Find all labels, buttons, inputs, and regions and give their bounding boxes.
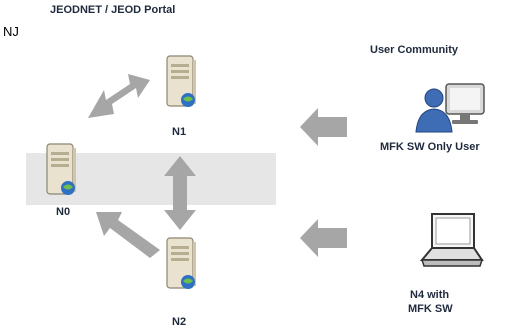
user-label-n4-line2: MFK SW [408,303,453,315]
community-title: User Community [370,44,459,56]
arrow-user-to-n1 [300,108,347,146]
node-label-n1: N1 [172,126,187,138]
server-n2 [160,234,202,294]
corner-label: NJ [3,24,19,39]
server-icon [46,143,76,195]
server-n0 [40,140,82,200]
arrow-n2-n0 [96,212,160,258]
node-label-n2: N2 [172,316,187,328]
arrow-n1-n2 [164,156,196,230]
laptop-icon [418,210,484,272]
server-icon [166,55,196,107]
server-n1 [160,52,202,112]
desktop-user-icon [412,82,490,138]
diagram-title: JEODNET / JEOD Portal [50,4,176,16]
arrow-n4-to-n2 [300,219,347,257]
arrow-n0-n1 [88,74,150,118]
user-label-mfk-only: MFK SW Only User [380,141,480,153]
server-icon [166,237,196,289]
user-label-n4-line1: N4 with [410,289,450,301]
node-label-n0: N0 [56,206,71,218]
